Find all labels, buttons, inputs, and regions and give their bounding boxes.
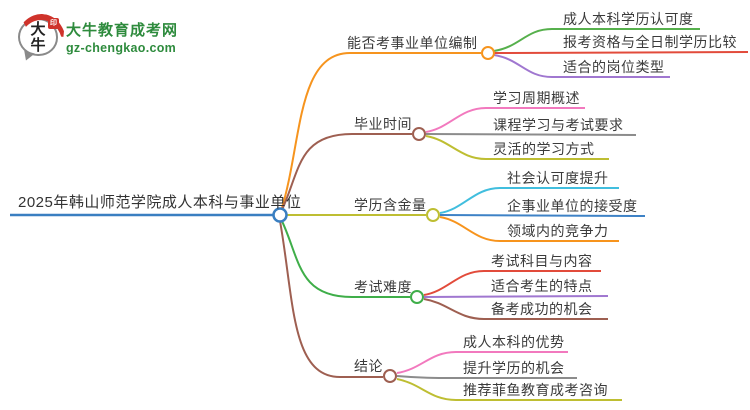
branch-4-label[interactable]: 结论 (354, 358, 383, 374)
branch-0-child-1-line (493, 51, 749, 54)
site-logo[interactable]: 印 大 牛 大牛教育成考网 gz-chengkao.com (14, 11, 179, 63)
branch-0-child-2-label[interactable]: 适合的岗位类型 (563, 59, 665, 75)
branch-2-child-2-line (439, 216, 619, 242)
logo-bubble-char-top: 大 (30, 21, 46, 38)
logo-seal-icon: 印 (48, 18, 59, 29)
site-domain: gz-chengkao.com (66, 41, 177, 55)
branch-0-child-2-line (493, 54, 670, 78)
branch-0-line (280, 52, 481, 212)
branch-0-child-0-label[interactable]: 成人本科学历认可度 (563, 11, 694, 27)
branch-1-node[interactable] (412, 127, 426, 141)
root-topic-label[interactable]: 2025年韩山师范学院成人本科与事业单位 (18, 194, 302, 211)
branch-3-node[interactable] (410, 290, 424, 304)
branch-1-line (280, 133, 412, 213)
branch-1-child-0-label[interactable]: 学习周期概述 (493, 90, 580, 106)
branch-4-node[interactable] (383, 369, 397, 383)
branch-0-label[interactable]: 能否考事业单位编制 (347, 35, 478, 51)
branch-3-child-2-label[interactable]: 备考成功的机会 (491, 301, 593, 317)
branch-2-label[interactable]: 学历含金量 (354, 197, 427, 213)
branch-2-child-0-label[interactable]: 社会认可度提升 (507, 170, 609, 186)
site-name: 大牛教育成考网 (66, 22, 179, 39)
branch-3-child-1-label[interactable]: 适合考生的特点 (491, 278, 593, 294)
branch-3-label[interactable]: 考试难度 (354, 279, 412, 295)
branch-3-child-0-label[interactable]: 考试科目与内容 (491, 253, 593, 269)
branch-4-child-0-line (396, 351, 568, 374)
branch-3-line (280, 218, 410, 298)
branch-1-child-1-label[interactable]: 课程学习与考试要求 (493, 117, 624, 133)
branch-0-child-1-label[interactable]: 报考资格与全日制学历比较 (563, 34, 737, 50)
branch-1-child-2-line (425, 135, 609, 160)
branch-3-child-2-line (423, 298, 608, 320)
branch-1-label[interactable]: 毕业时间 (354, 116, 412, 132)
branch-2-child-2-label[interactable]: 领域内的竞争力 (507, 223, 609, 239)
branch-1-child-2-label[interactable]: 灵活的学习方式 (493, 141, 595, 157)
branch-4-child-2-line (396, 378, 622, 401)
branch-4-child-0-label[interactable]: 成人本科的优势 (463, 334, 565, 350)
logo-bubble-icon: 印 大 牛 (14, 11, 70, 63)
branch-3-child-0-line (423, 270, 601, 296)
branch-3-child-1-line (423, 295, 609, 298)
branch-2-child-0-line (439, 187, 619, 214)
root-node[interactable] (272, 207, 288, 223)
branch-4-child-1-label[interactable]: 提升学历的机会 (463, 360, 565, 376)
branch-0-node[interactable] (481, 46, 495, 60)
branch-0-child-0-line (493, 28, 700, 52)
branch-1-child-0-line (425, 107, 585, 133)
branch-2-child-1-line (439, 214, 646, 217)
branch-1-child-1-line (425, 133, 637, 136)
branch-4-child-1-line (396, 375, 577, 379)
logo-bubble-char-bottom: 牛 (30, 37, 46, 54)
branch-2-node[interactable] (426, 208, 440, 222)
branch-2-child-1-label[interactable]: 企事业单位的接受度 (507, 198, 638, 214)
branch-4-child-2-label[interactable]: 推荐菲鱼教育成考咨询 (463, 382, 608, 398)
branch-4-line (279, 220, 383, 378)
